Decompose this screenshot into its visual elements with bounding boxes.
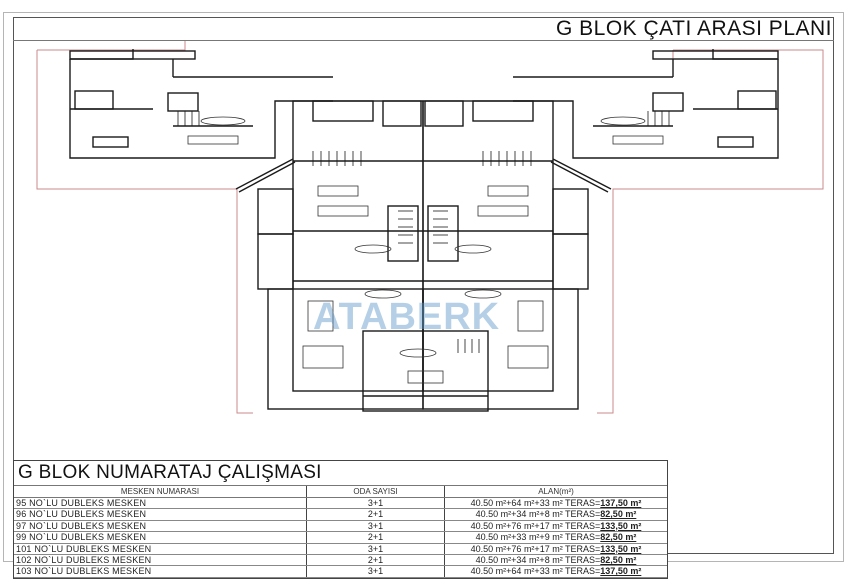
area-formula: 40.50 m²+76 m²+17 m² TERAS= bbox=[470, 520, 601, 531]
rooms-cell: 3+1 bbox=[306, 543, 445, 556]
area-total: 82,50 m² bbox=[600, 509, 637, 520]
floor-plan-svg bbox=[36, 40, 824, 414]
unit-cell: 97 NO`LU DUBLEKS MESKEN bbox=[14, 520, 307, 533]
unit-cell: 99 NO`LU DUBLEKS MESKEN bbox=[14, 531, 307, 544]
table-row: 103 NO`LU DUBLEKS MESKEN 3+1 40.50 m²+64… bbox=[14, 565, 667, 578]
area-formula: 40.50 m²+34 m²+8 m² TERAS= bbox=[475, 509, 601, 520]
area-total: 137,50 m² bbox=[600, 566, 642, 577]
area-cell: 40.50 m²+64 m²+33 m² TERAS=137,50 m² bbox=[444, 497, 667, 510]
sheet-title: G BLOK ÇATI ARASI PLANI bbox=[555, 17, 832, 40]
column-header-unit: MESKEN NUMARASI bbox=[14, 486, 307, 498]
unit-cell: 95 NO`LU DUBLEKS MESKEN bbox=[14, 497, 307, 510]
rooms-cell: 2+1 bbox=[306, 554, 445, 567]
area-total: 82,50 m² bbox=[600, 555, 637, 566]
rooms-cell: 2+1 bbox=[306, 508, 445, 521]
area-formula: 40.50 m²+64 m²+33 m² TERAS= bbox=[470, 566, 601, 577]
area-total: 82,50 m² bbox=[600, 532, 637, 543]
area-cell: 40.50 m²+34 m²+8 m² TERAS=82,50 m² bbox=[444, 508, 667, 521]
unit-cell: 96 NO`LU DUBLEKS MESKEN bbox=[14, 508, 307, 521]
schedule-table: MESKEN NUMARASI ODA SAYISI ALAN(m²) 95 N… bbox=[14, 486, 667, 578]
area-formula: 40.50 m²+34 m²+8 m² TERAS= bbox=[475, 555, 601, 566]
column-header-area: ALAN(m²) bbox=[444, 486, 667, 498]
table-row: 95 NO`LU DUBLEKS MESKEN 3+1 40.50 m²+64 … bbox=[14, 497, 667, 510]
rooms-cell: 3+1 bbox=[306, 565, 445, 578]
rooms-cell: 2+1 bbox=[306, 531, 445, 544]
area-cell: 40.50 m²+34 m²+8 m² TERAS=82,50 m² bbox=[444, 554, 667, 567]
area-formula: 40.50 m²+64 m²+33 m² TERAS= bbox=[470, 498, 601, 508]
unit-cell: 101 NO`LU DUBLEKS MESKEN bbox=[14, 543, 307, 556]
area-cell: 40.50 m²+33 m²+9 m² TERAS=82,50 m² bbox=[444, 531, 667, 544]
area-formula: 40.50 m²+33 m²+9 m² TERAS= bbox=[475, 532, 601, 543]
unit-cell: 103 NO`LU DUBLEKS MESKEN bbox=[14, 565, 307, 578]
table-row: 97 NO`LU DUBLEKS MESKEN 3+1 40.50 m²+76 … bbox=[14, 520, 667, 533]
column-header-rooms: ODA SAYISI bbox=[306, 486, 445, 498]
rooms-cell: 3+1 bbox=[306, 497, 445, 510]
area-cell: 40.50 m²+64 m²+33 m² TERAS=137,50 m² bbox=[444, 565, 667, 578]
area-total: 133,50 m² bbox=[600, 520, 642, 531]
schedule-header-row: MESKEN NUMARASI ODA SAYISI ALAN(m²) bbox=[14, 486, 667, 498]
area-formula: 40.50 m²+76 m²+17 m² TERAS= bbox=[470, 543, 601, 554]
area-cell: 40.50 m²+76 m²+17 m² TERAS=133,50 m² bbox=[444, 520, 667, 533]
numbering-schedule: G BLOK NUMARATAJ ÇALIŞMASI MESKEN NUMARA… bbox=[13, 460, 668, 579]
schedule-title: G BLOK NUMARATAJ ÇALIŞMASI bbox=[14, 461, 667, 486]
area-total: 137,50 m² bbox=[600, 498, 642, 508]
area-cell: 40.50 m²+76 m²+17 m² TERAS=133,50 m² bbox=[444, 543, 667, 556]
rooms-cell: 3+1 bbox=[306, 520, 445, 533]
table-row: 101 NO`LU DUBLEKS MESKEN 3+1 40.50 m²+76… bbox=[14, 543, 667, 556]
unit-cell: 102 NO`LU DUBLEKS MESKEN bbox=[14, 554, 307, 567]
table-row: 99 NO`LU DUBLEKS MESKEN 2+1 40.50 m²+33 … bbox=[14, 531, 667, 544]
area-total: 133,50 m² bbox=[600, 543, 642, 554]
table-row: 102 NO`LU DUBLEKS MESKEN 2+1 40.50 m²+34… bbox=[14, 554, 667, 567]
table-row: 96 NO`LU DUBLEKS MESKEN 2+1 40.50 m²+34 … bbox=[14, 508, 667, 521]
watermark-logo: ATABERK bbox=[313, 296, 501, 338]
title-band bbox=[13, 17, 834, 41]
floor-plan-drawing: ATABERK bbox=[13, 40, 834, 456]
